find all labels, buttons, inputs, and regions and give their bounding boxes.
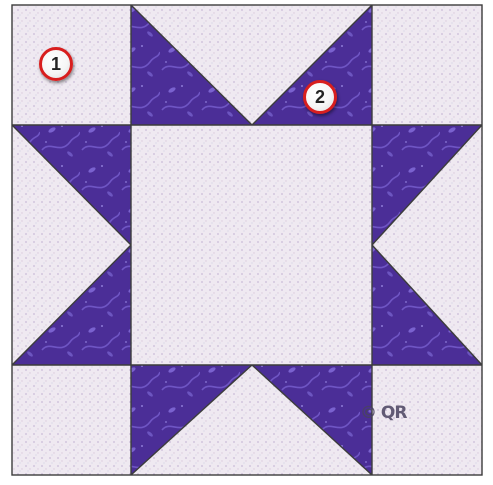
piece-label-flying-geese: 2 [303, 80, 337, 114]
piece-label-corner: 1 [39, 47, 73, 81]
copyright-watermark: © QR [360, 403, 406, 423]
block-background [12, 5, 482, 475]
quilt-grid [12, 5, 482, 475]
